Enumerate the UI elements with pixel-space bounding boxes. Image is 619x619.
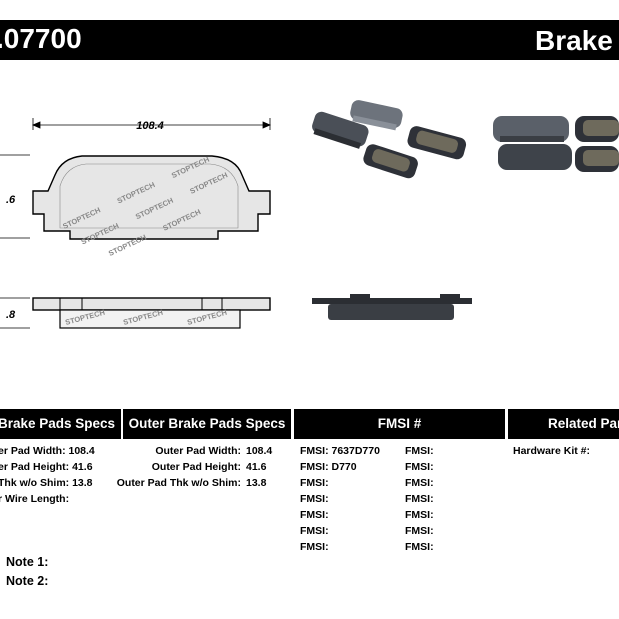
inner-spec-row: r Wire Length: bbox=[0, 493, 70, 505]
fmsi-entry: FMSI: bbox=[300, 493, 329, 505]
height-dim-label: .6 bbox=[6, 194, 16, 206]
outer-spec-label: Outer Pad Thk w/o Shim: bbox=[116, 477, 241, 489]
fmsi-header: FMSI # bbox=[294, 409, 505, 439]
fmsi-entry: FMSI: bbox=[300, 477, 329, 489]
inner-spec-row: er Pad Height: 41.6 bbox=[0, 461, 93, 473]
product-photo-pairs bbox=[493, 116, 619, 172]
outer-spec-value: 41.6 bbox=[246, 461, 267, 473]
fmsi-entry: FMSI: bbox=[300, 541, 329, 553]
note-2: Note 2: bbox=[6, 574, 49, 588]
width-dim-label: 108.4 bbox=[136, 120, 164, 132]
note-1: Note 1: bbox=[6, 555, 49, 569]
fmsi-entry: FMSI: bbox=[405, 525, 434, 537]
height-dimension bbox=[0, 154, 30, 239]
fmsi-entry: FMSI: bbox=[300, 509, 329, 521]
fmsi-entry: FMSI: 7637D770 bbox=[300, 445, 380, 457]
inner-spec-row: Thk w/o Shim: 13.8 bbox=[0, 477, 93, 489]
inner-spec-row: er Pad Width: 108.4 bbox=[0, 445, 95, 457]
related-parts-header: Related Par bbox=[508, 409, 619, 439]
fmsi-entry: FMSI: D770 bbox=[300, 461, 357, 473]
pad-drawing: 108.4 .6 STOPTECH STOPTECH STOPTECH STOP… bbox=[0, 100, 619, 329]
fmsi-entry: FMSI: bbox=[405, 541, 434, 553]
part-number: .07700 bbox=[0, 23, 82, 54]
pad-side-view: STOPTECH STOPTECH STOPTECH bbox=[32, 297, 271, 329]
outer-spec-value: 108.4 bbox=[246, 445, 273, 457]
thickness-dimension bbox=[0, 297, 30, 329]
outer-specs-header: Outer Brake Pads Specs bbox=[123, 409, 291, 439]
pad-front-view: STOPTECH STOPTECH STOPTECH STOPTECH STOP… bbox=[32, 155, 271, 258]
hardware-kit-label: Hardware Kit #: bbox=[513, 445, 591, 457]
fmsi-entry: FMSI: bbox=[405, 461, 434, 473]
fmsi-entry: FMSI: bbox=[405, 493, 434, 505]
fmsi-entry: FMSI: bbox=[405, 477, 434, 489]
outer-spec-label: Outer Pad Height: bbox=[151, 461, 241, 473]
outer-spec-value: 13.8 bbox=[246, 477, 267, 489]
fmsi-entry: FMSI: bbox=[405, 445, 434, 457]
width-dimension bbox=[31, 118, 272, 130]
fmsi-entry: FMSI: bbox=[300, 525, 329, 537]
header-bar: .07700 Brake P bbox=[0, 20, 619, 60]
outer-spec-label: Outer Pad Width: bbox=[155, 445, 241, 457]
thickness-dim-label: .8 bbox=[6, 309, 16, 321]
product-photo-profile bbox=[312, 294, 472, 320]
product-photo-set bbox=[312, 100, 467, 179]
inner-specs-header: Brake Pads Specs bbox=[0, 409, 121, 439]
brand-title: Brake P bbox=[535, 25, 619, 56]
fmsi-entry: FMSI: bbox=[405, 509, 434, 521]
